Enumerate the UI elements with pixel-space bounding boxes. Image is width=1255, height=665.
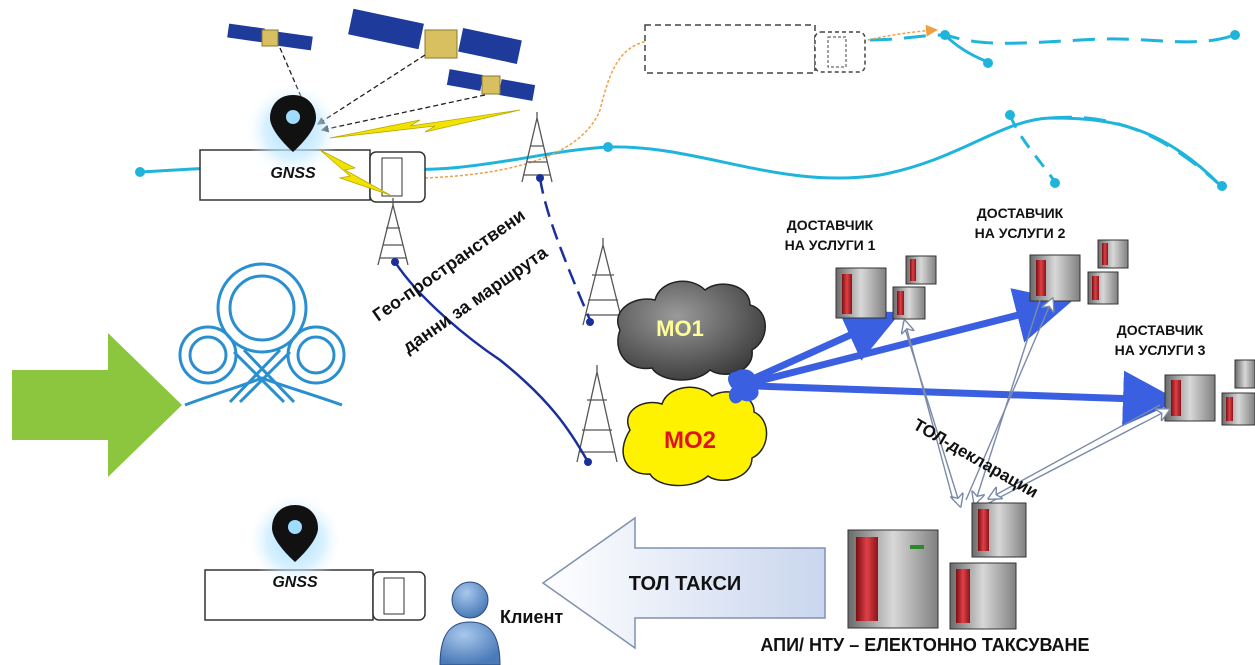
operator-hub: [728, 369, 759, 404]
road-branch-top: [869, 33, 1236, 45]
provider-1-label-1: ДОСТАВЧИК: [787, 217, 874, 233]
road-branch-mid2: [1049, 115, 1222, 187]
route-nodes: [391, 174, 594, 466]
location-pin-icon: [272, 505, 318, 562]
planned-route-path: [424, 30, 935, 179]
provider-3-label-1: ДОСТАВЧИК: [1117, 322, 1204, 338]
road-branch-top2: [943, 33, 989, 64]
operator-to-provider-links: [753, 288, 1179, 427]
truck-with-gnss: GNSS: [199, 82, 426, 203]
green-arrow-icon: [12, 333, 182, 477]
gnss-label: GNSS: [270, 165, 316, 182]
provider-2-label-1: ДОСТАВЧИК: [977, 205, 1064, 221]
client-label: Клиент: [500, 607, 563, 627]
geo-data-label-2: данни за маршрута: [399, 242, 552, 358]
mo1-cloud: МО1: [617, 280, 766, 381]
provider-2-servers: [1029, 239, 1129, 305]
wireless-signal: [319, 109, 521, 196]
location-pin-icon: [270, 95, 316, 152]
satellite-icon: [227, 23, 313, 51]
toll-taxes-label: ТОЛ ТАКСИ: [629, 573, 742, 595]
satellite-icon: [446, 69, 536, 101]
route-data-links: [393, 177, 592, 463]
agency-logo: [178, 262, 346, 407]
toll-taxes-arrow: ТОЛ ТАКСИ: [541, 516, 826, 650]
provider-1-label-2: НА УСЛУГИ 1: [785, 237, 876, 253]
cell-tower-icon: [576, 365, 618, 463]
cell-tower-icon: [377, 198, 409, 266]
road-nodes: [135, 30, 1240, 191]
toll-declarations-label: ТОЛ-декларации: [910, 415, 1041, 502]
mo2-cloud: МО2: [622, 386, 768, 487]
road-branch-mid: [1008, 114, 1057, 183]
provider-2-label-2: НА УСЛУГИ 2: [975, 225, 1066, 241]
future-truck: [644, 24, 866, 74]
mo2-label: МО2: [664, 427, 716, 454]
provider-1-servers: [835, 255, 937, 320]
api-ntu-label: АПИ/ НТУ – ЕЛЕКТОННО ТАКСУВАНЕ: [760, 635, 1089, 655]
provider-3-servers: [1164, 359, 1255, 426]
central-servers: [847, 502, 1027, 630]
satellite-icon: [348, 8, 522, 64]
gnss-label-bottom: GNSS: [272, 574, 318, 591]
truck-with-gnss-bottom: GNSS: [204, 492, 426, 621]
toll-declaration-links: [903, 300, 1168, 505]
client-avatar-icon: [439, 581, 501, 665]
cell-tower-icon: [582, 238, 624, 326]
cell-tower-icon: [521, 112, 553, 183]
mo1-label: МО1: [656, 316, 704, 341]
provider-3-label-2: НА УСЛУГИ 3: [1115, 342, 1206, 358]
